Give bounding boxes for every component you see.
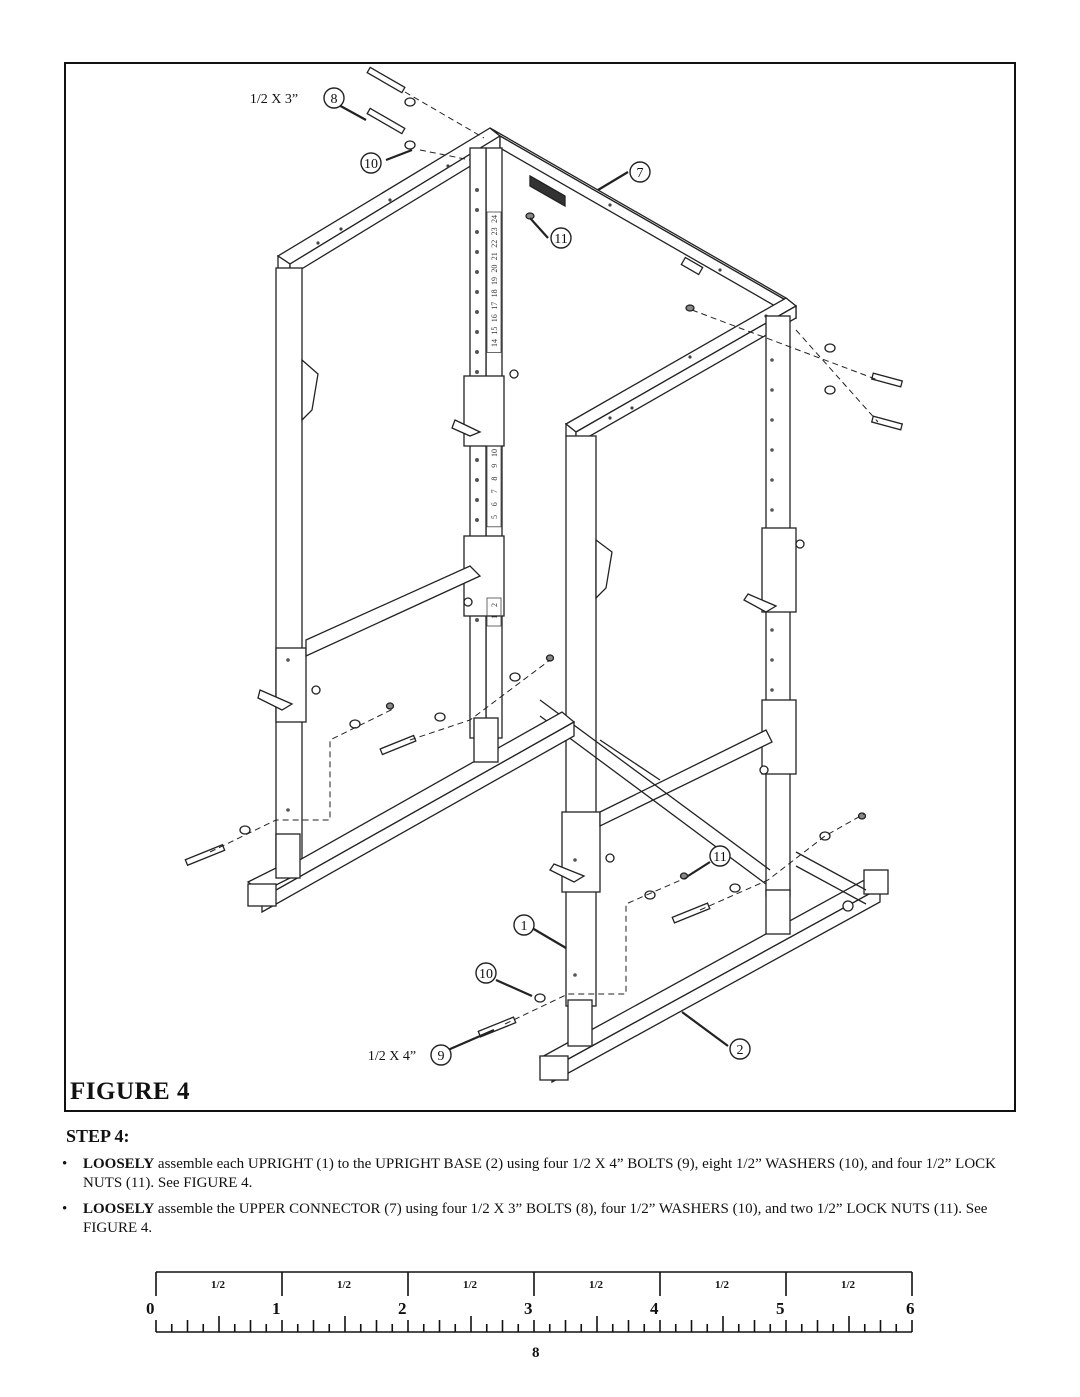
lower-crossbars (305, 565, 773, 885)
hole-number: 14 (490, 339, 499, 347)
hole-number: 7 (490, 489, 499, 493)
figure-frame (64, 62, 1016, 1112)
hole-number: 21 (490, 252, 499, 260)
ruler-inch-label: 0 (146, 1299, 155, 1318)
callout-9: 9 (438, 1049, 445, 1064)
hole-number: 16 (490, 314, 499, 322)
ruler-inch-label: 4 (650, 1299, 659, 1318)
bullet-text: assemble each UPRIGHT (1) to the UPRIGHT… (83, 1156, 997, 1191)
ruler-half-label: 1/2 (841, 1279, 856, 1291)
ruler-inch-label: 6 (906, 1299, 915, 1318)
hole-number: 23 (490, 227, 499, 235)
bullet-emphasis: LOOSELY (83, 1201, 155, 1217)
bullet-text: assemble the UPPER CONNECTOR (7) using f… (83, 1201, 988, 1236)
hole-number: 17 (490, 302, 499, 310)
j-hooks (257, 369, 805, 883)
right-rear-upright-holes (770, 358, 774, 692)
hole-number: 24 (490, 215, 499, 223)
ruler-inch-label: 3 (524, 1299, 533, 1318)
figure-title: FIGURE 4 (70, 1078, 190, 1105)
callout-1: 1 (521, 919, 528, 934)
upper-bolts-hardware (366, 66, 904, 431)
callout-labels: 1/2 X 3” 8 10 7 11 11 1 10 2 1/2 X 4” 9 (250, 92, 744, 1064)
bullet-dot: • (62, 1156, 68, 1172)
bullet-emphasis: LOOSELY (83, 1156, 155, 1172)
callout-circles (323, 87, 751, 1066)
callout-11-bottom: 11 (713, 850, 726, 865)
hole-number-frame (486, 597, 502, 627)
hole-number: 18 (490, 289, 499, 297)
hole-number: 1 (490, 615, 499, 619)
base-brackets (275, 717, 854, 1047)
bolt-4in-label: 1/2 X 4” (368, 1049, 416, 1064)
ruler-inch-label: 1 (272, 1299, 281, 1318)
bolt-3in-label: 1/2 X 3” (250, 92, 298, 107)
callout-11-top: 11 (554, 232, 567, 247)
hole-number: 15 (490, 327, 499, 335)
hole-number: 9 (490, 464, 499, 468)
left-upright (275, 267, 319, 869)
rear-upright-holes (475, 188, 479, 622)
ruler-half-label: 1/2 (715, 1279, 730, 1291)
hole-number: 5 (490, 515, 499, 519)
upper-hardware-guide-lines (404, 91, 879, 423)
upper-connector (276, 127, 798, 446)
hole-number: 10 (490, 449, 499, 457)
instruction-bullet-2: • LOOSELY assemble the UPPER CONNECTOR (… (62, 1200, 1017, 1238)
ruler-half-label: 1/2 (463, 1279, 478, 1291)
ruler-inch-label: 5 (776, 1299, 785, 1318)
ruler-inch-label: 2 (398, 1299, 407, 1318)
hole-number: 22 (490, 240, 499, 248)
callout-8: 8 (331, 92, 338, 107)
page-number: 8 (532, 1345, 540, 1361)
hole-number: 20 (490, 265, 499, 273)
hole-number-frame (486, 211, 502, 353)
ruler-half-label: 1/2 (589, 1279, 604, 1291)
ruler-half-label: 1/2 (211, 1279, 226, 1291)
inch-ruler: 0 1/2 1 1/2 2 1/2 3 1/2 4 1/2 5 1/2 6 (146, 1271, 915, 1333)
lower-hardware-guide-lines (209, 659, 865, 1025)
callout-10-top: 10 (364, 157, 378, 172)
ruler-half-label: 1/2 (337, 1279, 352, 1291)
left-upright-holes (286, 658, 290, 812)
callout-2: 2 (737, 1043, 744, 1058)
hole-number-frame (486, 445, 502, 528)
instruction-bullet-1: • LOOSELY assemble each UPRIGHT (1) to t… (62, 1155, 1017, 1193)
right-front-upright-holes (573, 858, 577, 977)
bullet-dot: • (62, 1201, 68, 1217)
hole-number: 2 (490, 603, 499, 607)
hole-number: 6 (490, 502, 499, 506)
callout-10-bottom: 10 (479, 967, 493, 982)
hole-number: 8 (490, 477, 499, 481)
step-title: STEP 4: (66, 1126, 130, 1146)
callout-7: 7 (637, 166, 644, 181)
hole-number: 19 (490, 277, 499, 285)
power-rack-assembly-diagram: 1/2 X 3” 8 10 7 11 11 1 10 2 1/2 X 4” 9 … (184, 66, 904, 1084)
right-front-upright (561, 435, 613, 1007)
